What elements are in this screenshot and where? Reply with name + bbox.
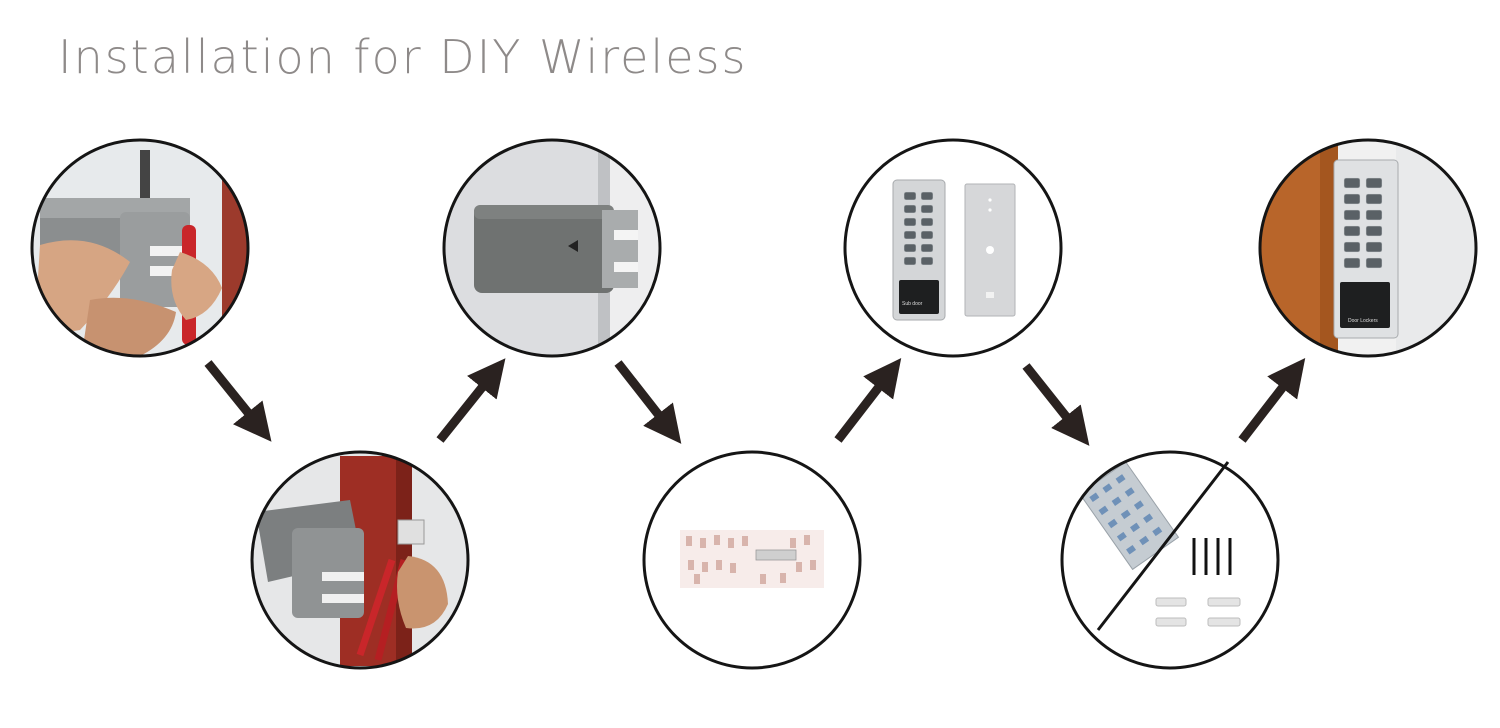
lock-module-icon [444, 140, 660, 356]
arrow-step2-to-step3 [436, 358, 506, 443]
arrow-step4-to-step5 [834, 358, 902, 443]
divider-slash [1096, 461, 1230, 631]
arrow-step1-to-step2 [204, 360, 272, 442]
step-5-circle: Sub door [843, 138, 1063, 358]
step-4-circle [642, 450, 862, 670]
arrow-step3-to-step4 [614, 360, 682, 444]
pliers-remove-plate-icon [252, 452, 468, 668]
reader-label-mounted: Door Lockers [1348, 318, 1378, 324]
adhesive-and-screws-icon [1062, 452, 1278, 668]
reader-label-short: Sub door [902, 301, 923, 307]
step-6-circle [1060, 450, 1280, 670]
step-2-circle [250, 450, 470, 670]
step-1-circle [30, 138, 250, 358]
step-3-circle [442, 138, 662, 358]
arrow-step5-to-step6 [1022, 363, 1090, 446]
keypad-mounted-icon: Door Lockers [1260, 140, 1476, 356]
keypad-and-backplate-icon: Sub door [845, 140, 1061, 356]
page-title: Installation for DIY Wireless [58, 30, 748, 84]
step-7-circle: Door Lockers [1258, 138, 1478, 358]
flow-arrows [204, 358, 1306, 446]
arrow-step6-to-step7 [1238, 358, 1306, 443]
adhesive-strip-icon [644, 452, 860, 668]
screwdriver-unscrew-icon [32, 140, 248, 356]
